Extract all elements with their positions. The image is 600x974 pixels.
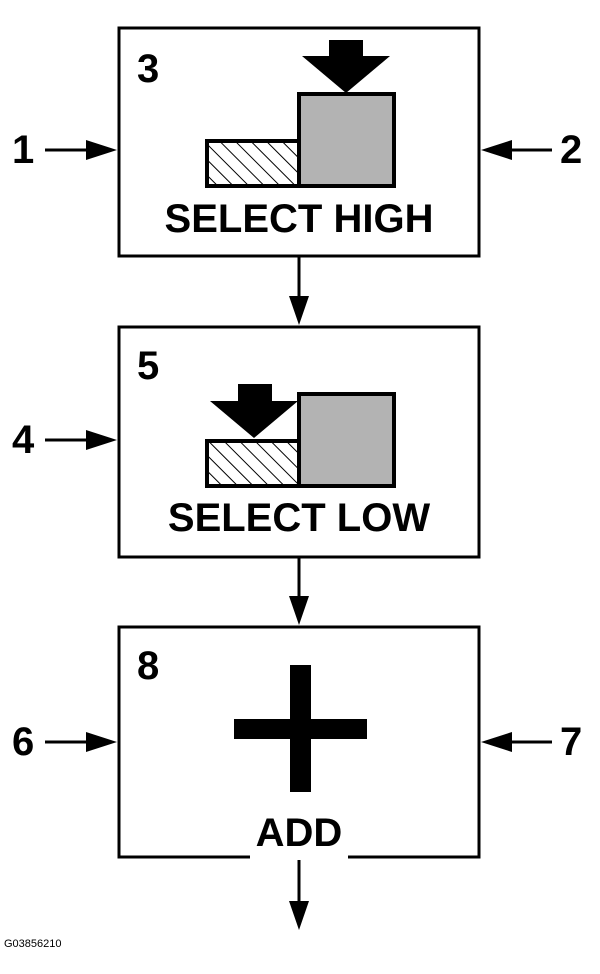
connector-arrow-high-to-low	[289, 256, 309, 325]
select-high-caption: SELECT HIGH	[165, 197, 434, 241]
callout-6: 6	[12, 720, 34, 764]
hatched-block-icon	[205, 439, 301, 488]
down-arrow-icon	[302, 40, 390, 93]
down-arrow-icon	[210, 384, 298, 438]
gray-block-icon	[297, 392, 396, 488]
callout-2: 2	[560, 128, 582, 172]
input-arrow-7	[481, 732, 552, 752]
input-arrow-1	[45, 140, 117, 160]
select-low-caption: SELECT LOW	[168, 496, 430, 540]
plus-icon	[234, 665, 367, 792]
input-arrow-6	[45, 732, 117, 752]
callout-8: 8	[137, 644, 159, 688]
hatched-block-icon	[205, 139, 301, 188]
select-high-box: 3 SELECT HIGH	[117, 26, 481, 258]
callout-3: 3	[137, 47, 159, 91]
callout-7: 7	[560, 720, 582, 764]
callout-4: 4	[12, 418, 35, 462]
connector-arrow-low-to-add	[289, 557, 309, 625]
callout-5: 5	[137, 344, 159, 388]
output-arrow	[289, 860, 309, 930]
add-caption: ADD	[256, 811, 343, 855]
callout-1: 1	[12, 128, 34, 172]
select-low-box: 5 SELECT LOW	[117, 325, 481, 559]
input-arrow-4	[45, 430, 117, 450]
figure-code: G03856210	[4, 938, 62, 950]
gray-block-icon	[297, 92, 396, 188]
input-arrow-2	[481, 140, 552, 160]
add-box: 8 ADD	[117, 625, 481, 862]
